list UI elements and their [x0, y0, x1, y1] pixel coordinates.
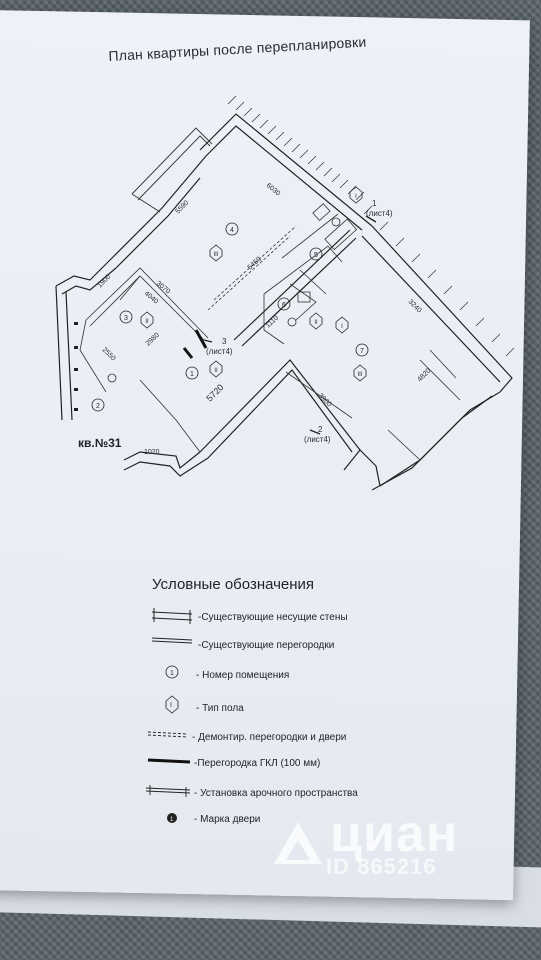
- room-markers: [91, 222, 369, 412]
- legend-symbol-room: [165, 665, 179, 679]
- section-3-sheet: (лист4): [206, 347, 233, 356]
- dim-3240: 3240: [407, 298, 423, 314]
- apartment-label: кв.№31: [78, 436, 122, 450]
- dim-2980: 2980: [145, 332, 161, 348]
- legend-floor-number: I: [170, 702, 172, 709]
- floor-type-label-7: III: [357, 372, 362, 378]
- legend-item-room-number: - Номер помещения: [196, 670, 290, 681]
- dim-1110: 1110: [265, 314, 281, 329]
- room-marker-7: [355, 343, 369, 357]
- section-mark-lines: [203, 215, 377, 435]
- legend-item-bearing-walls: -Существующие несущие стены: [198, 612, 348, 623]
- section-2-sheet: (лист4): [304, 435, 331, 444]
- sanitary-fixtures: [107, 203, 358, 383]
- floor-type-6: [309, 312, 323, 330]
- room-number-5: 5: [314, 252, 318, 259]
- cian-watermark: циан ID 865216: [268, 804, 478, 894]
- room-number-4: 4: [230, 227, 234, 234]
- floor-type-markers: [140, 186, 367, 382]
- legend-item-door-mark: - Марка двери: [194, 814, 261, 825]
- legend-symbol-bearing-wall: [151, 608, 193, 624]
- floor-type-label-3: II: [145, 319, 149, 325]
- legend-symbol-partition: [151, 637, 193, 644]
- legend-item-arch: - Установка арочного пространства: [194, 788, 358, 799]
- floor-type-5: [349, 186, 363, 204]
- dim-2550: 2550: [101, 346, 117, 362]
- legend-symbol-floor: [165, 695, 179, 714]
- section-3-number: 3: [222, 337, 227, 346]
- load-bearing-walls: [55, 113, 513, 491]
- floor-type-corridor: [335, 316, 349, 334]
- legend-symbol-door: [167, 813, 177, 823]
- floor-type-label-corridor: I: [341, 324, 343, 330]
- legend-symbols: 1 I 1: [145, 608, 193, 823]
- watermark-id: ID 865216: [326, 854, 437, 879]
- watermark-brand: циан: [330, 805, 459, 863]
- legend-title: Условные обозначения: [152, 576, 315, 593]
- dim-6030: 6030: [265, 182, 282, 197]
- dim-1900: 1900: [96, 273, 112, 289]
- section-1-sheet: (лист4): [366, 209, 393, 218]
- demolished-partitions: [207, 225, 297, 311]
- floor-type-1: [209, 360, 223, 378]
- room-marker-5: [309, 247, 323, 261]
- legend-item-demolished: - Демонтир. перегородки и двери: [192, 732, 347, 743]
- floor-type-7: [353, 364, 367, 382]
- legend-room-number: 1: [170, 670, 174, 677]
- cian-logo-icon: [274, 822, 322, 864]
- legend-symbol-demolished: [147, 731, 189, 738]
- dim-1020: 1020: [144, 449, 160, 456]
- room-marker-2: [91, 398, 105, 412]
- partitions: [79, 213, 461, 461]
- legend-symbol-arch: [145, 785, 191, 797]
- floor-type-label-1: II: [214, 368, 218, 374]
- dim-5720: 5720: [204, 382, 225, 403]
- floor-type-label-4: III: [213, 252, 218, 258]
- room-marker-4: [225, 222, 239, 236]
- legend-door-number: 1: [170, 817, 174, 823]
- legend-item-floor-type: - Тип пола: [196, 703, 244, 714]
- section-2-number: 2: [318, 425, 323, 434]
- floor-type-label-5: I: [355, 194, 357, 200]
- room-marker-6: [277, 297, 291, 311]
- legend-item-partitions: -Существующие перегородки: [198, 640, 335, 651]
- wall-markers: [74, 322, 78, 411]
- room-number-7: 7: [360, 348, 364, 355]
- section-1-number: 1: [372, 199, 377, 208]
- room-number-1: 1: [190, 371, 194, 378]
- legend-symbol-gkl: [147, 758, 191, 764]
- balcony: [131, 127, 213, 213]
- gkl-partition: [182, 329, 208, 359]
- dim-5590: 5590: [174, 199, 190, 215]
- room-number-3: 3: [124, 315, 128, 322]
- floor-type-3: [140, 311, 154, 329]
- floor-type-label-6: II: [314, 320, 318, 326]
- room-number-6: 6: [282, 302, 286, 309]
- legend-item-gkl: -Перегородка ГКЛ (100 мм): [194, 758, 321, 769]
- room-marker-1: [185, 366, 199, 380]
- floor-type-4: [209, 244, 223, 262]
- room-number-2: 2: [96, 403, 100, 410]
- wall-hatching: [227, 95, 515, 357]
- room-marker-3: [119, 310, 133, 324]
